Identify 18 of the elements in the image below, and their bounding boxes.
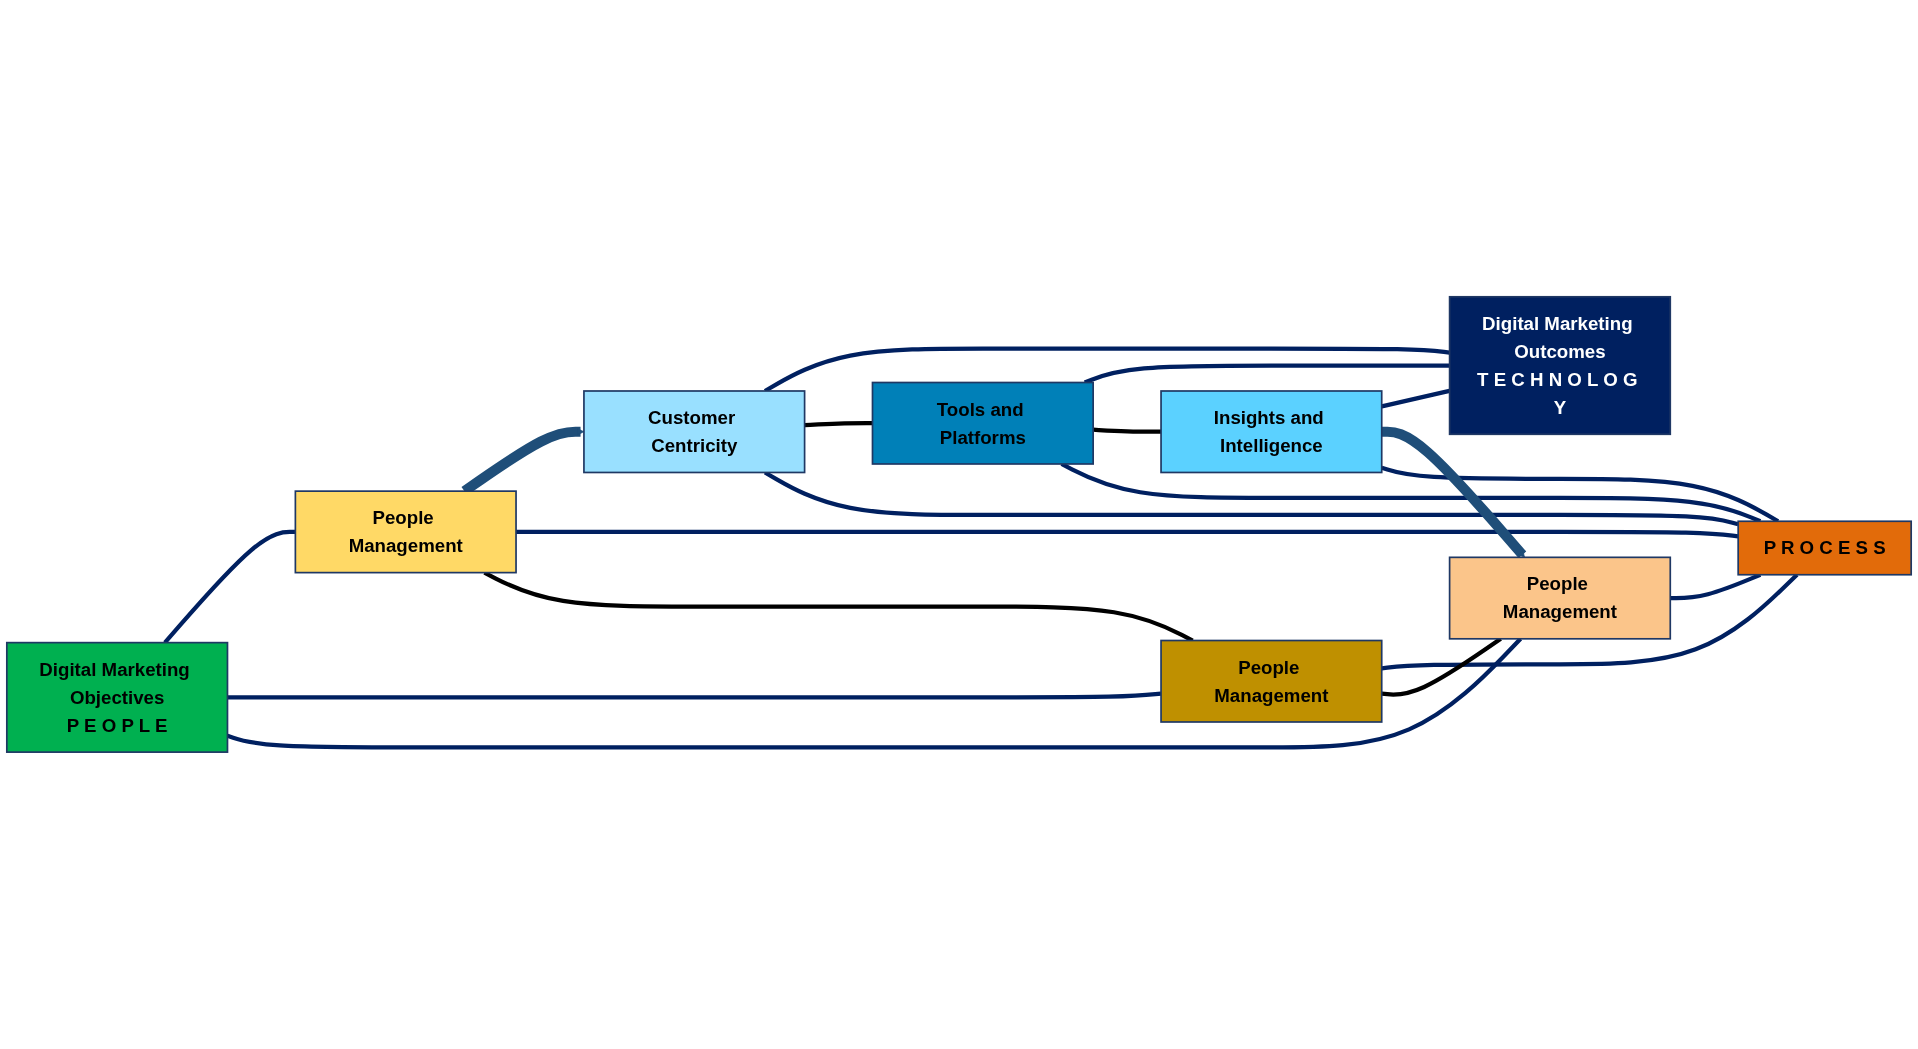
arrow <box>1381 426 1527 559</box>
node-box: Digital Marketing Outcomes T E C H N O L O G Y <box>1448 296 1672 436</box>
node-box: Insights and Intelligence <box>1160 390 1383 474</box>
connector <box>516 529 1739 539</box>
node-box: Customer Centricity <box>583 390 806 474</box>
connector <box>1093 427 1162 434</box>
connector <box>1083 363 1450 385</box>
node-box: Digital Marketing Objectives P E O P L E <box>5 641 229 753</box>
connector <box>763 346 1450 393</box>
node-box: People Management <box>1448 556 1672 640</box>
connector <box>1381 573 1799 671</box>
connector <box>1381 637 1502 697</box>
node-box: Tools and Platforms <box>871 381 1094 465</box>
connector <box>227 691 1162 700</box>
node-box: People Management <box>1160 639 1383 723</box>
node-box: P R O C E S S <box>1737 520 1913 576</box>
connector <box>804 421 873 428</box>
node-box: People Management <box>294 490 517 574</box>
